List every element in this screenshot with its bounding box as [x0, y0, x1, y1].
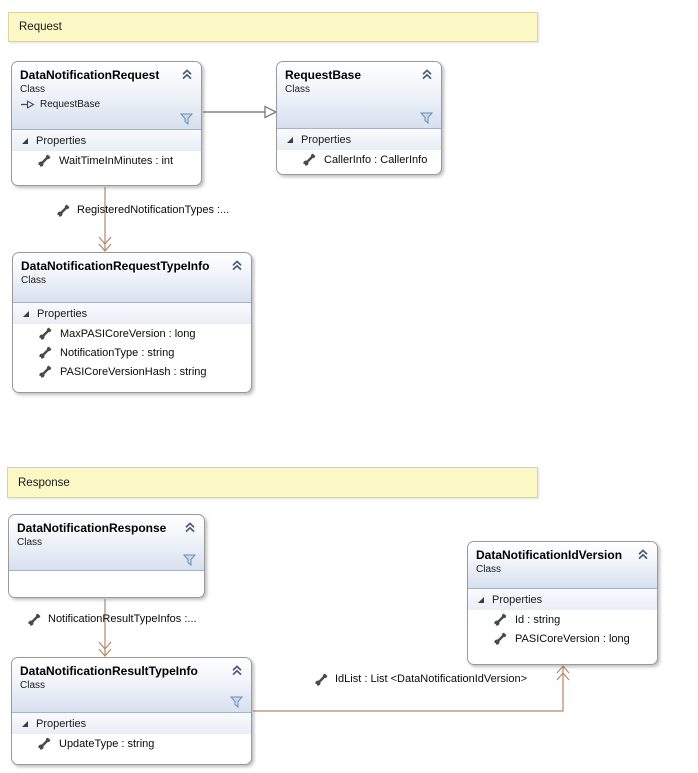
- property-wrench-icon: [494, 632, 507, 645]
- filter-icon[interactable]: [180, 113, 193, 125]
- properties-compartment-header[interactable]: Properties: [12, 713, 251, 734]
- property-wrench-icon: [494, 613, 507, 626]
- property-row[interactable]: NotificationType : string: [13, 343, 251, 362]
- property-text: Id : string: [515, 613, 561, 626]
- association-idlist-connector[interactable]: [253, 665, 570, 712]
- property-row[interactable]: PASICoreVersionHash : string: [13, 362, 251, 381]
- collapse-chevron-icon[interactable]: [231, 260, 243, 271]
- class-title: DataNotificationRequest: [20, 68, 160, 82]
- properties-compartment-header[interactable]: Properties: [12, 130, 201, 151]
- comment-text: Response: [18, 476, 70, 489]
- compartment-label: Properties: [36, 134, 87, 147]
- comment-box-request[interactable]: Request: [8, 12, 538, 42]
- property-text: PASICoreVersion : long: [515, 632, 630, 645]
- association-notificationresulttypeinfos-connector[interactable]: [98, 599, 112, 657]
- property-row[interactable]: PASICoreVersion : long: [468, 629, 657, 648]
- collapse-chevron-icon[interactable]: [231, 665, 243, 676]
- expander-icon[interactable]: [22, 310, 30, 318]
- inheritance-arrow-icon: [20, 100, 35, 109]
- filter-icon[interactable]: [230, 696, 243, 708]
- compartment-label: Properties: [492, 593, 543, 606]
- association-registerednotificationtypes-connector[interactable]: [98, 187, 112, 252]
- association-label-text: IdList : List <DataNotificationIdVersion…: [335, 673, 527, 685]
- property-text: UpdateType : string: [59, 737, 155, 750]
- class-box-datanotificationidversion[interactable]: DataNotificationIdVersion Class Properti…: [467, 541, 658, 665]
- association-label-idlist[interactable]: IdList : List <DataNotificationIdVersion…: [315, 671, 527, 687]
- property-text: NotificationType : string: [60, 346, 175, 359]
- inheritance-connector-request[interactable]: [203, 105, 278, 119]
- comment-text: Request: [19, 21, 62, 33]
- association-label-text: NotificationResultTypeInfos :...: [48, 613, 197, 625]
- expander-icon[interactable]: [286, 136, 294, 144]
- compartment-label: Properties: [37, 307, 88, 320]
- property-list: CallerInfo : CallerInfo: [277, 150, 441, 169]
- property-row[interactable]: UpdateType : string: [12, 734, 251, 753]
- compartment-label: Properties: [36, 717, 87, 730]
- property-text: MaxPASICoreVersion : long: [60, 327, 196, 340]
- property-list: MaxPASICoreVersion : long NotificationTy…: [13, 324, 251, 381]
- class-title: DataNotificationRequestTypeInfo: [21, 259, 210, 273]
- association-label-text: RegisteredNotificationTypes :...: [77, 204, 230, 216]
- collapse-chevron-icon[interactable]: [184, 522, 196, 533]
- filter-icon[interactable]: [420, 112, 433, 124]
- property-wrench-icon: [57, 204, 70, 217]
- class-kind-label: Class: [17, 537, 43, 548]
- compartment-label: Properties: [301, 133, 352, 146]
- class-title: DataNotificationIdVersion: [476, 548, 623, 562]
- property-wrench-icon: [38, 154, 51, 167]
- property-wrench-icon: [38, 737, 51, 750]
- base-type-label: RequestBase: [40, 99, 101, 110]
- property-row[interactable]: Id : string: [468, 610, 657, 629]
- class-box-requestbase[interactable]: RequestBase Class Properties CallerInfo …: [276, 61, 442, 175]
- base-type-row: RequestBase: [20, 99, 193, 110]
- property-row[interactable]: WaitTimeInMinutes : int: [12, 151, 201, 170]
- collapse-chevron-icon[interactable]: [181, 69, 193, 80]
- property-row[interactable]: MaxPASICoreVersion : long: [13, 324, 251, 343]
- property-wrench-icon: [315, 673, 328, 686]
- class-kind-label: Class: [285, 84, 311, 95]
- comment-box-response[interactable]: Response: [7, 467, 538, 498]
- property-text: CallerInfo : CallerInfo: [324, 153, 428, 166]
- class-kind-label: Class: [20, 680, 46, 691]
- class-title: DataNotificationResultTypeInfo: [20, 664, 198, 678]
- property-wrench-icon: [39, 346, 52, 359]
- property-list: WaitTimeInMinutes : int: [12, 151, 201, 170]
- property-row[interactable]: CallerInfo : CallerInfo: [277, 150, 441, 169]
- property-wrench-icon: [39, 327, 52, 340]
- expander-icon[interactable]: [477, 596, 485, 604]
- expander-icon[interactable]: [21, 137, 29, 145]
- properties-compartment-header[interactable]: Properties: [13, 303, 251, 324]
- empty-members-area: [9, 571, 204, 597]
- property-list: UpdateType : string: [12, 734, 251, 753]
- filter-icon[interactable]: [183, 554, 196, 566]
- property-text: WaitTimeInMinutes : int: [59, 154, 174, 167]
- property-wrench-icon: [39, 365, 52, 378]
- properties-compartment-header[interactable]: Properties: [277, 129, 441, 150]
- association-label-notificationresulttypeinfos[interactable]: NotificationResultTypeInfos :...: [28, 611, 197, 627]
- collapse-chevron-icon[interactable]: [637, 549, 649, 560]
- class-kind-label: Class: [476, 564, 502, 575]
- class-box-datanotificationrequesttypeinfo[interactable]: DataNotificationRequestTypeInfo Class Pr…: [12, 252, 252, 393]
- property-wrench-icon: [28, 613, 41, 626]
- class-box-datanotificationresulttypeinfo[interactable]: DataNotificationResultTypeInfo Class Pro…: [11, 657, 252, 765]
- property-list: Id : string PASICoreVersion : long: [468, 610, 657, 648]
- property-text: PASICoreVersionHash : string: [60, 365, 207, 378]
- class-kind-label: Class: [20, 84, 46, 95]
- properties-compartment-header[interactable]: Properties: [468, 589, 657, 610]
- class-title: RequestBase: [285, 68, 362, 82]
- class-box-datanotificationresponse[interactable]: DataNotificationResponse Class: [8, 514, 205, 598]
- class-title: DataNotificationResponse: [17, 521, 167, 535]
- association-label-registerednotificationtypes[interactable]: RegisteredNotificationTypes :...: [57, 202, 229, 218]
- expander-icon[interactable]: [21, 720, 29, 728]
- class-kind-label: Class: [21, 275, 47, 286]
- property-wrench-icon: [303, 153, 316, 166]
- collapse-chevron-icon[interactable]: [421, 69, 433, 80]
- class-box-datanotificationrequest[interactable]: DataNotificationRequest Class RequestBas…: [11, 61, 202, 186]
